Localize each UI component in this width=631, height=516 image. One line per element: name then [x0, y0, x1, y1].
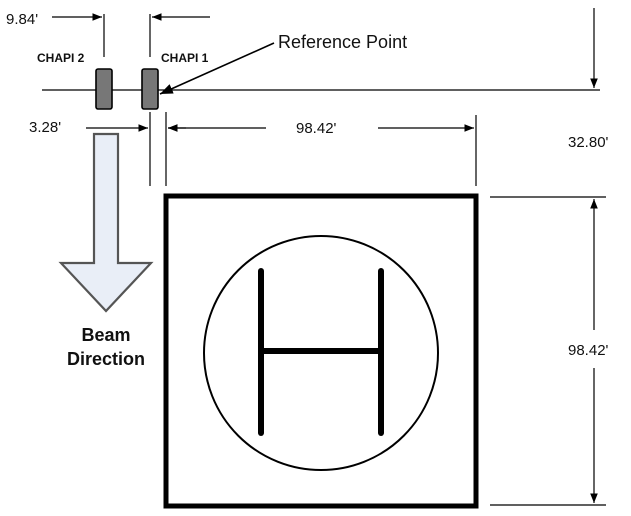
chapi-2-label: CHAPI 2: [37, 51, 85, 65]
beam-direction-arrow-icon: [58, 132, 154, 313]
reference-point-leader: [159, 42, 275, 95]
chapi-1-unit: [141, 68, 159, 110]
helipad-circle: [203, 235, 439, 471]
reference-point-label: Reference Point: [278, 32, 407, 52]
beam-label-line1: Beam: [81, 325, 130, 345]
pad-height-label: 98.42': [568, 342, 609, 359]
beam-label-line2: Direction: [67, 349, 145, 369]
offset-label: 3.28': [29, 119, 61, 136]
chapi-1-label: CHAPI 1: [161, 51, 209, 65]
setback-label: 32.80': [568, 134, 609, 151]
heliport-h-marking: [258, 268, 384, 436]
chapi-2-unit: [95, 68, 113, 110]
helipad-square: [163, 193, 479, 509]
pad-width-label: 98.42': [296, 120, 337, 137]
chapi-spacing-label: 9.84': [6, 11, 38, 28]
